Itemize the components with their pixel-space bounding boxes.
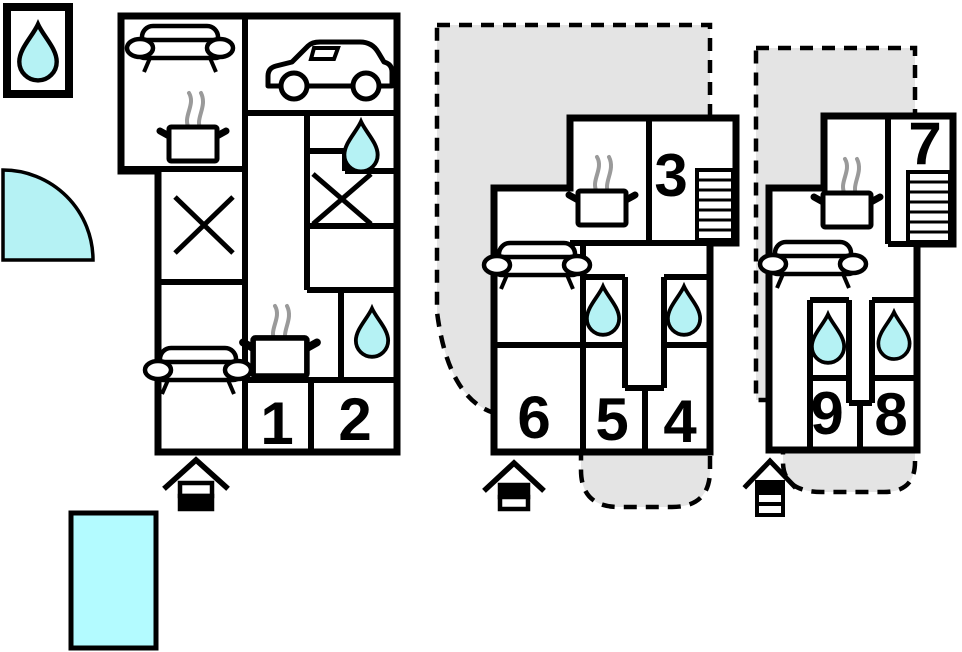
stove-pot-icon — [569, 191, 635, 225]
crossed-area-icon — [173, 195, 235, 255]
floor-cell-bottom — [177, 493, 215, 512]
entrance-floor-icon — [482, 459, 546, 512]
quarter-circle-water-area — [1, 168, 95, 262]
plan-building-2: 3 6 5 4 — [482, 114, 740, 512]
room-number-1: 1 — [260, 390, 293, 457]
plan-building-3: 7 9 8 — [742, 110, 957, 517]
entrance-floor-icon — [162, 456, 230, 512]
entrance-floor-icon — [742, 457, 798, 517]
plan-3-inner-walls — [807, 116, 917, 450]
room-number-6: 6 — [517, 384, 550, 451]
room-number-4: 4 — [663, 388, 697, 455]
stove-pot-icon — [160, 127, 226, 161]
stairs-icon — [906, 170, 952, 244]
crossed-area-icon — [311, 172, 373, 226]
stove-pot-icon — [814, 193, 880, 227]
swimming-pool — [68, 510, 159, 651]
room-number-7: 7 — [908, 110, 941, 177]
stove-pot-icon — [243, 338, 317, 376]
water-drop-legend-box — [3, 3, 73, 98]
room-number-8: 8 — [874, 381, 907, 448]
floor-cell-bottom — [755, 502, 785, 517]
plan-building-1: 1 2 — [117, 12, 401, 512]
floor-cell-bottom — [497, 494, 531, 512]
room-number-9: 9 — [810, 380, 843, 447]
site-symbols — [1, 3, 159, 651]
room-number-3: 3 — [654, 142, 687, 209]
plan-2-outer-walls — [490, 114, 740, 456]
plan-2-inner-walls — [494, 118, 710, 452]
stairs-icon — [695, 168, 735, 242]
room-number-2: 2 — [338, 386, 371, 453]
room-number-5: 5 — [595, 386, 628, 453]
